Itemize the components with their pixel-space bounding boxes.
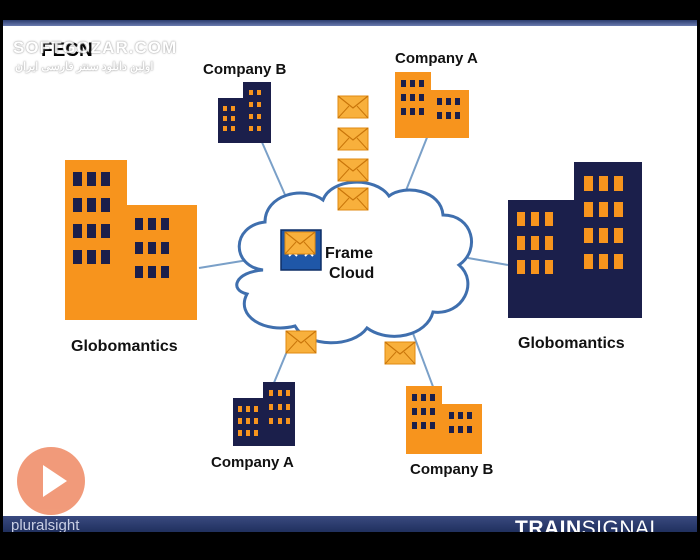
slide-bottom-bar [3, 516, 697, 532]
watermark-subtitle: اولین دانلود سنتر فارسی ایران [15, 61, 154, 73]
play-icon [43, 465, 67, 497]
frame-cloud [235, 180, 474, 345]
label-company-a-bottom: Company A [211, 454, 294, 471]
link-company-b-bottom [410, 327, 436, 393]
trainsignal-light: SIGNAL [581, 517, 662, 532]
frame-switch-icon [280, 229, 322, 271]
envelope-1 [337, 95, 369, 119]
cloud-label-line1: Frame [325, 245, 374, 262]
label-company-b-top: Company B [203, 61, 287, 78]
building-company-a-bottom [233, 382, 295, 446]
presentation-slide: FECN SOFTGOZAR.COM اولین دانلود سنتر فار… [3, 20, 697, 532]
network-diagram [65, 72, 642, 454]
building-globomantics-right [508, 162, 642, 318]
link-company-a-top [402, 134, 429, 199]
label-company-a-top: Company A [395, 50, 478, 67]
slide-top-bar [3, 20, 697, 26]
building-globomantics-left [65, 160, 197, 320]
link-globo-right [467, 257, 509, 266]
envelope-4 [337, 187, 369, 211]
link-globo-left [198, 259, 249, 269]
frame-cloud-label: Frame Cloud [325, 244, 374, 284]
trainsignal-logo: TRAINSIGNAL [515, 517, 662, 532]
slide-title: FECN [41, 40, 93, 61]
label-globomantics-right: Globomantics [518, 335, 625, 352]
envelope-6 [384, 341, 416, 365]
envelope-3 [337, 158, 369, 182]
building-company-b-top [218, 82, 271, 143]
label-globomantics-left: Globomantics [71, 338, 178, 355]
building-company-b-bottom [406, 386, 482, 454]
trainsignal-bold: TRAIN [515, 517, 582, 532]
pluralsight-logo-text: pluralsight [11, 517, 80, 532]
cloud-label-line2: Cloud [329, 265, 375, 282]
envelope-5 [285, 330, 317, 354]
play-button[interactable] [17, 447, 85, 515]
label-company-b-bottom: Company B [410, 461, 494, 478]
building-company-a-top [395, 72, 469, 138]
watermark: SOFTGOZAR.COM [13, 38, 178, 57]
envelope-2 [337, 127, 369, 151]
